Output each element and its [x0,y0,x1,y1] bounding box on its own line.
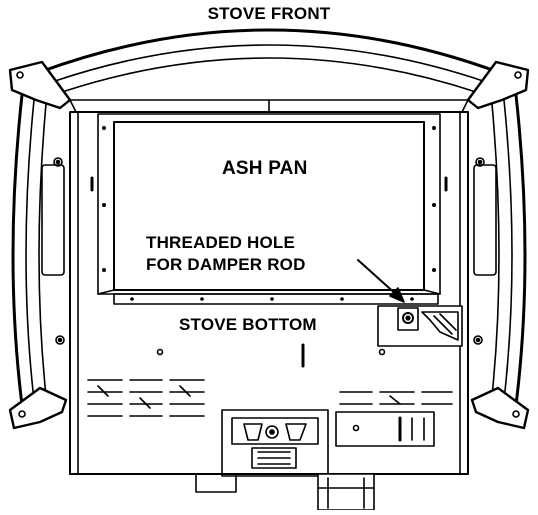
ash-pan [113,121,425,291]
ash-pan-label: ASH PAN [222,158,308,179]
right-side-outer [514,93,527,407]
right-bottom-leg-bolt [512,410,520,418]
leader-arrowhead [389,287,405,303]
right-side-inner [503,99,513,401]
threaded-hole-label-line2: FOR DAMPER ROD [146,255,306,274]
lower-right-box [335,411,435,447]
bottom-rail [113,293,439,305]
left-bottom-leg-bolt [18,410,26,418]
left-side-outer [11,93,24,407]
threaded-hole [402,312,414,324]
right-side-inner-2 [491,103,500,397]
left-side-inner [25,99,35,401]
right-top-leg [466,60,530,110]
bottom-outlet [317,473,375,511]
stove-bottom-label: STOVE BOTTOM [179,315,317,334]
leader-line [357,259,399,297]
stove-front-label: STOVE FRONT [207,4,331,23]
right-top-leg-bolt [514,71,522,79]
threaded-hole-label-line1: THREADED HOLE [146,233,295,252]
top-arch [38,28,500,74]
threaded-hole-label: THREADED HOLE FOR DAMPER ROD [146,232,306,276]
right-side-panel [473,164,497,276]
left-side-inner-2 [38,103,47,397]
left-top-leg-bolt [16,71,24,79]
left-top-leg [8,60,72,110]
left-vents [87,379,205,417]
left-side-panel [41,164,65,276]
top-arch-inner [51,44,487,83]
left-bottom-leg [8,386,68,430]
central-mechanism [221,409,329,477]
right-vents [339,391,453,405]
right-bottom-leg [470,386,530,430]
bottom-foot-left [195,473,237,493]
top-arch-inner-2 [61,57,477,93]
